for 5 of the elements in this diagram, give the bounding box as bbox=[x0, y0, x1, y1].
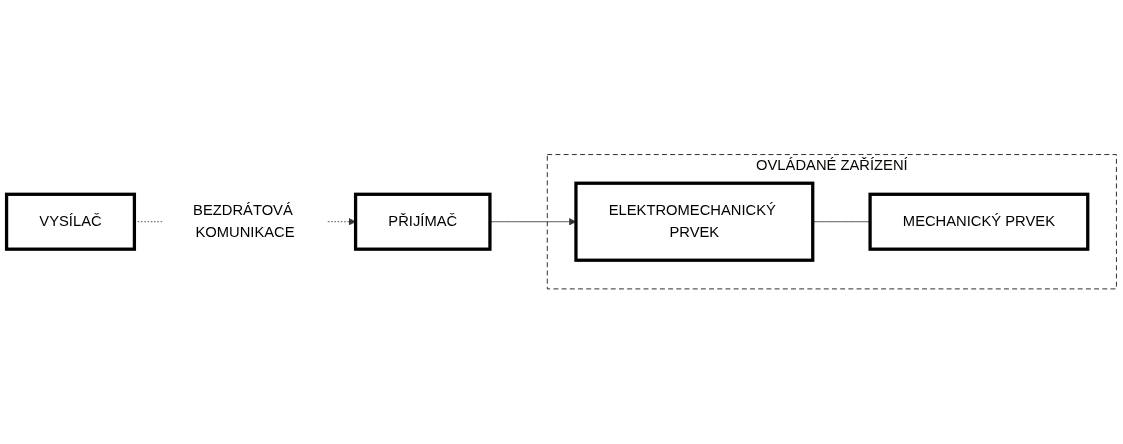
node-box: PŘIJÍMAČ bbox=[353, 192, 492, 252]
node-box: VYSÍLAČ bbox=[4, 192, 137, 252]
node-box: MECHANICKÝ PRVEK bbox=[868, 192, 1090, 252]
edge-label: BEZDRÁTOVÁ KOMUNIKACE bbox=[193, 202, 295, 241]
node-box: ELEKTROMECHANICKÝ PRVEK bbox=[574, 181, 815, 263]
